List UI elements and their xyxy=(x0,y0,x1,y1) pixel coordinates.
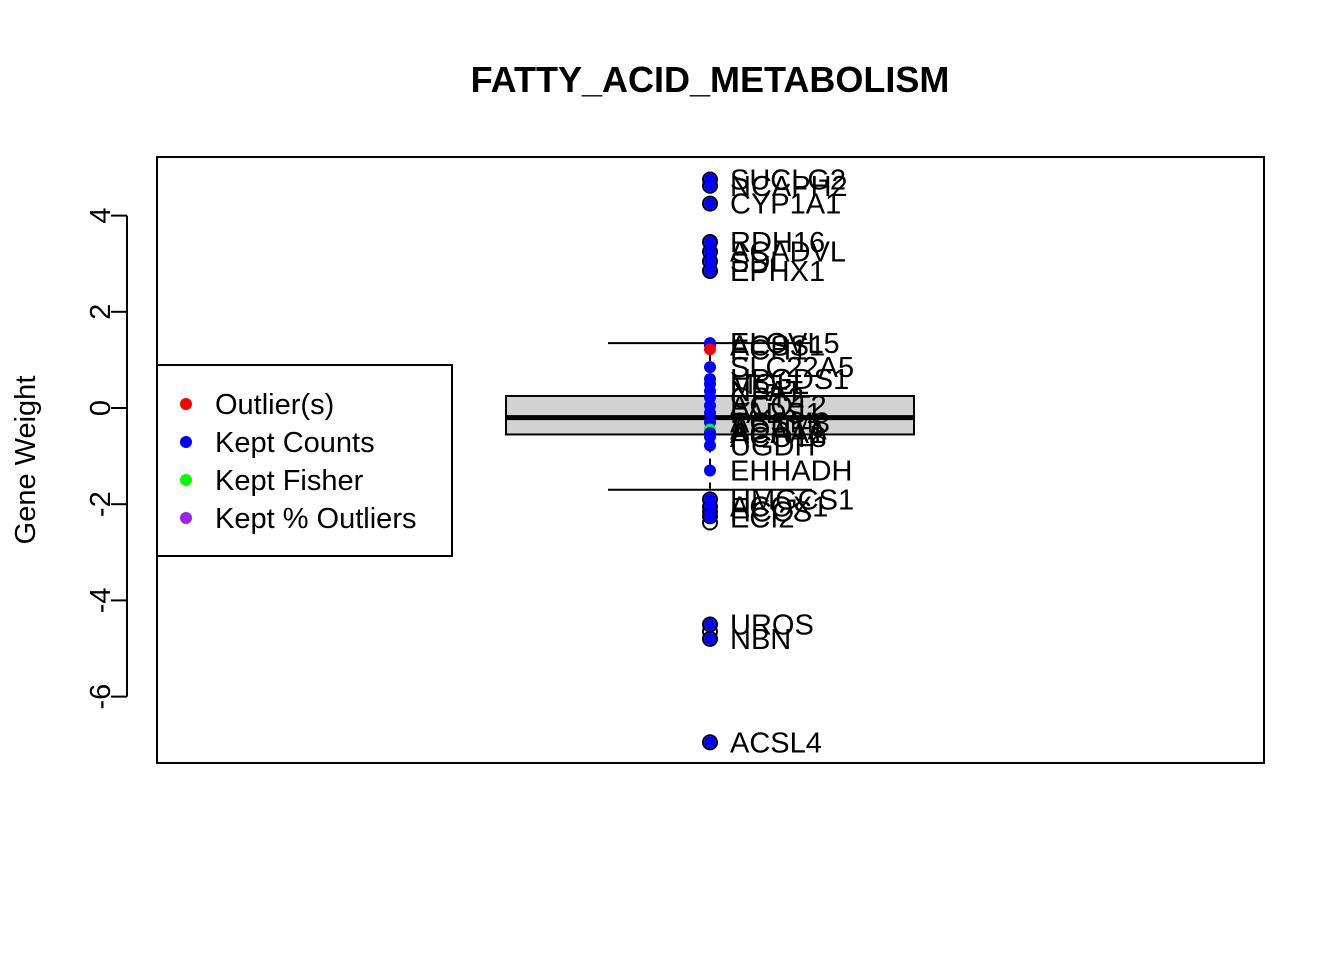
gene-label: ACADVL xyxy=(730,237,846,269)
points-layer: SUCLG2NCAPH2CYP1A1RDH16ACADVLSDLEPHX1ELO… xyxy=(704,165,854,759)
gene-label: ACOT8 xyxy=(730,422,827,454)
gene-point xyxy=(704,406,716,419)
legend-marker xyxy=(180,436,192,448)
gene-label: HMGCS1 xyxy=(730,484,854,516)
legend-label: Kept Fisher xyxy=(215,465,364,497)
gene-label: SDL xyxy=(730,246,786,278)
legend-marker xyxy=(180,512,192,524)
gene-point xyxy=(704,618,716,631)
gene-label: EHHADH xyxy=(730,456,852,488)
gene-point xyxy=(704,511,716,524)
gene-label: UGDH xyxy=(730,431,815,463)
y-tick-label: 0 xyxy=(85,400,117,416)
legend-box xyxy=(156,364,453,557)
gene-point xyxy=(704,736,716,749)
gene-label: NPAT xyxy=(730,376,803,408)
gene-label: ELOVL5 xyxy=(730,328,840,360)
box-outlier-marker xyxy=(702,734,718,751)
gene-point xyxy=(704,255,716,268)
legend-label: Kept Counts xyxy=(215,427,375,459)
y-tick-label: -4 xyxy=(85,588,117,614)
gene-label: ACSS1 xyxy=(730,330,825,362)
gene-label: ACSL4 xyxy=(730,727,822,759)
legend-marker xyxy=(180,398,192,410)
y-tick-label: 4 xyxy=(85,208,117,224)
gene-point xyxy=(704,264,716,277)
gene-point xyxy=(704,343,716,356)
y-tick-label: -6 xyxy=(85,684,117,710)
gene-label: ACOX1 xyxy=(730,492,828,524)
gene-point xyxy=(704,632,716,645)
gene-point xyxy=(704,236,716,249)
gene-label: ADH1A xyxy=(730,415,827,447)
gene-point xyxy=(704,361,716,374)
gene-label: MGLL xyxy=(730,369,809,401)
gene-label: ECH1 xyxy=(730,334,807,366)
legend-label: Kept % Outliers xyxy=(215,503,416,535)
chart-title: FATTY_ACID_METABOLISM xyxy=(471,59,950,100)
y-tick-label: -2 xyxy=(85,491,117,517)
gene-label: CPT2 xyxy=(730,382,804,414)
gene-label: FADS1 xyxy=(730,398,822,430)
gene-label: ECI2 xyxy=(730,503,794,535)
legend-marker xyxy=(180,474,192,486)
gene-label: SUCLG2 xyxy=(730,165,846,197)
gene-label: ACAA1 xyxy=(730,418,825,450)
gene-label: HPGDS1 xyxy=(730,364,849,396)
legend-label: Outlier(s) xyxy=(215,389,334,421)
box-outlier-marker xyxy=(702,630,718,647)
gene-label: UROS xyxy=(730,609,814,641)
gene-point xyxy=(704,179,716,192)
gene-point xyxy=(704,430,716,443)
gene-label: CYP1A1 xyxy=(730,189,841,221)
gene-point xyxy=(704,439,716,452)
y-tick-label: 2 xyxy=(85,304,117,320)
gene-label: HCCS xyxy=(730,496,812,528)
box-outlier-marker xyxy=(702,195,718,212)
gene-point xyxy=(704,197,716,210)
gene-label: NCAPH2 xyxy=(730,171,848,203)
gene-label: NBN xyxy=(730,624,791,656)
gene-label: EPHX1 xyxy=(730,256,825,288)
gene-label: RDH16 xyxy=(730,227,825,259)
gene-label: SLC22A5 xyxy=(730,352,854,384)
gene-point xyxy=(704,245,716,258)
gene-label: ACSM3 xyxy=(730,407,830,439)
gene-label: ACOT2 xyxy=(730,391,827,423)
y-axis-label: Gene Weight xyxy=(10,376,42,545)
y-axis: 4 2 0 -2 -4 -6 xyxy=(85,208,128,710)
gene-point xyxy=(704,464,716,477)
